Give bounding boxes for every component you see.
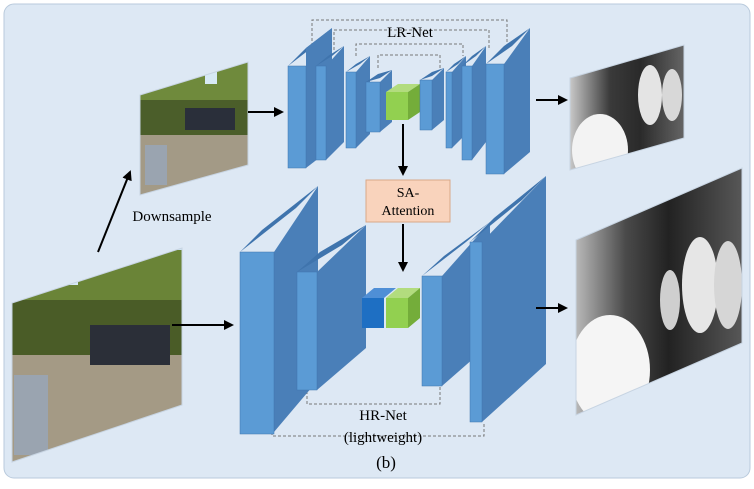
depth-map-low-res-frame [569,44,685,171]
hr-net-label-line-2: (lightweight) [344,430,422,446]
input-image-full-frame [11,247,183,463]
hr-net-attention-block-green [386,288,420,328]
arrows [97,95,568,330]
hr-net-label-line-1: HR-Net [359,408,407,424]
hr-net-attention-block-blue [362,288,396,328]
panel-label: (b) [376,453,396,472]
downsample-label: Downsample [132,209,211,225]
lr-net-decoder-block-1 [419,68,444,131]
hr-net-encoder-block-2 [296,225,366,391]
hr-net-decoder-block-2 [469,176,546,423]
lr-net-decoder-block-4 [485,28,530,175]
lr-net-encoder-block-2 [315,46,344,161]
sa-attention-label-line-2: Attention [382,204,435,219]
input-image-downsampled-frame [139,61,249,196]
lr-net-label: LR-Net [387,25,434,41]
lr-net-skip-brackets [311,19,508,68]
lr-net-bottleneck-block [386,84,420,120]
lr-net-decoder-block-3 [461,46,486,161]
depth-map-high-res-frame [575,167,743,416]
sa-attention-label-line-1: SA- [397,186,420,201]
arrow-downsample [97,170,132,253]
sa-attention-box [365,179,451,223]
